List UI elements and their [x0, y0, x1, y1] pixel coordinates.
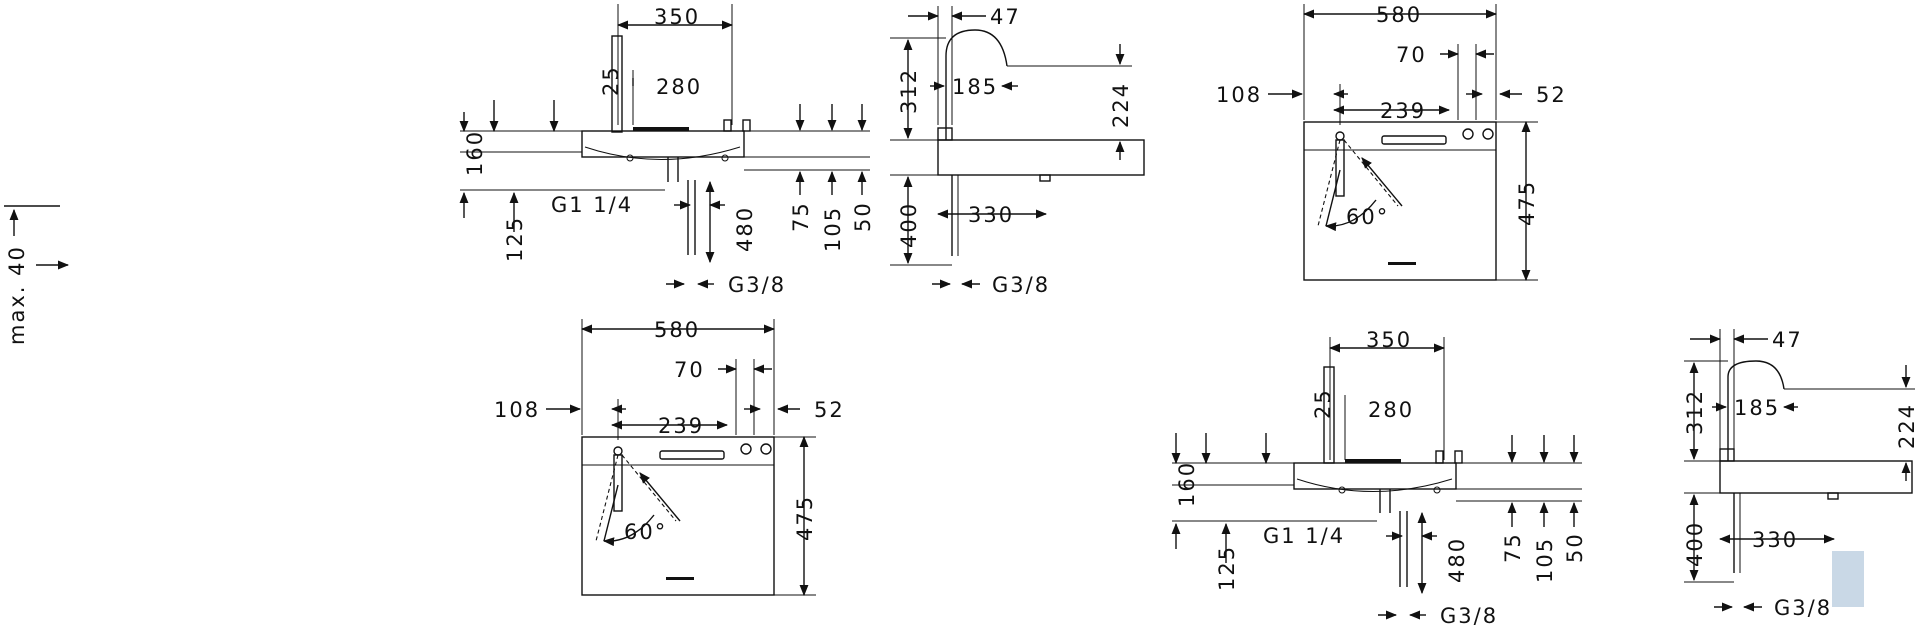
- dim-475: 475: [1515, 180, 1539, 226]
- basin-side: [1719, 460, 1913, 494]
- swivel-angle: 60°: [1346, 205, 1389, 229]
- basin-plan: [1303, 121, 1497, 281]
- dim-105: 105: [821, 206, 845, 252]
- thread-g1-1-4: G1 1/4: [551, 193, 633, 217]
- dim-280: 280: [1368, 398, 1414, 422]
- dim-47: 47: [990, 5, 1021, 29]
- spout-side: [1727, 360, 1785, 461]
- dim-185: 185: [952, 75, 998, 99]
- thread-g3-8: G3/8: [992, 273, 1050, 297]
- dim-475: 475: [793, 495, 817, 541]
- dim-25: 25: [599, 65, 623, 96]
- dim-480: 480: [733, 206, 757, 252]
- spout-side: [945, 29, 1008, 140]
- dim-52: 52: [1536, 83, 1567, 107]
- dim-350: 350: [654, 5, 700, 29]
- plan-view-top: 580 70 108 239 52 60° 475: [1216, 3, 1567, 282]
- max-depth-legend: max. 40: [4, 205, 70, 345]
- dim-580: 580: [654, 318, 700, 342]
- dim-400: 400: [1683, 521, 1707, 567]
- dim-330: 330: [1752, 528, 1798, 552]
- front-elevation-top: 350 280 25 160 125 G1 1/4: [459, 4, 875, 297]
- dim-160: 160: [463, 130, 487, 176]
- plan-view-bottom: 580 70 108 239 52 60° 475: [494, 318, 845, 597]
- dim-75: 75: [789, 201, 813, 232]
- dim-108: 108: [1216, 83, 1262, 107]
- dim-105: 105: [1533, 537, 1557, 583]
- front-elevation-bottom: 350 280 25 160 125 G1 1/4: [1171, 328, 1587, 628]
- dim-312: 312: [1683, 389, 1707, 435]
- dim-400: 400: [897, 202, 921, 248]
- side-elevation-top: 47 312 185 224 400 330 G3/8: [890, 5, 1145, 297]
- dim-224: 224: [1895, 403, 1919, 449]
- dim-280: 280: [656, 75, 702, 99]
- dim-312: 312: [897, 68, 921, 114]
- basin-plan: [581, 436, 775, 596]
- thread-g3-8: G3/8: [1774, 596, 1832, 620]
- thread-g3-8: G3/8: [1440, 604, 1498, 628]
- dim-330: 330: [968, 203, 1014, 227]
- dim-75: 75: [1501, 532, 1525, 563]
- dim-160: 160: [1175, 461, 1199, 507]
- side-elevation-bottom: 47 312 185 224 400 330 G3/8: [1683, 328, 1919, 620]
- dim-50: 50: [1563, 532, 1587, 563]
- dim-50: 50: [851, 201, 875, 232]
- watermark-block: [1832, 551, 1864, 607]
- dim-239: 239: [1380, 99, 1426, 123]
- dim-580: 580: [1376, 3, 1422, 27]
- dim-125: 125: [503, 216, 527, 262]
- thread-g3-8: G3/8: [728, 273, 786, 297]
- swivel-angle: 60°: [624, 520, 667, 544]
- dim-480: 480: [1445, 537, 1469, 583]
- dim-185: 185: [1734, 396, 1780, 420]
- legend-label: max. 40: [5, 245, 29, 345]
- basin-side: [937, 139, 1145, 176]
- dim-239: 239: [658, 414, 704, 438]
- dim-70: 70: [674, 358, 705, 382]
- dim-224: 224: [1109, 82, 1133, 128]
- dim-25: 25: [1311, 388, 1335, 419]
- dim-70: 70: [1396, 43, 1427, 67]
- spout: [611, 35, 623, 133]
- dim-52: 52: [814, 398, 845, 422]
- dim-47: 47: [1772, 328, 1803, 352]
- dim-108: 108: [494, 398, 540, 422]
- dim-125: 125: [1215, 545, 1239, 591]
- dim-350: 350: [1366, 328, 1412, 352]
- thread-g1-1-4: G1 1/4: [1263, 524, 1345, 548]
